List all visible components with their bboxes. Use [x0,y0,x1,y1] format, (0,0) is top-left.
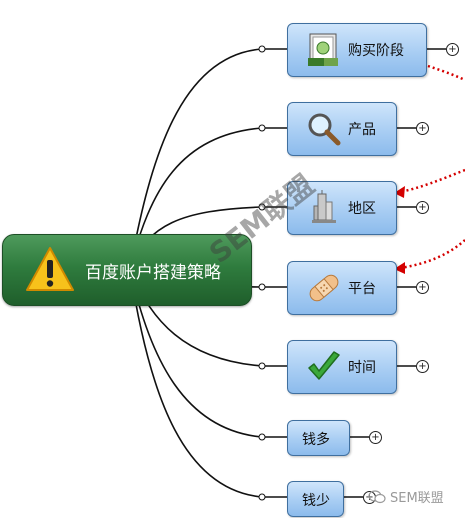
branch-joint [258,362,266,370]
expand-button[interactable]: + [369,431,382,444]
warning-icon [26,247,74,291]
branch-joint [258,283,266,291]
map-pin-icon [312,190,336,223]
branch-joint [258,433,266,441]
purchase-icon [308,33,338,66]
topic-label: 购买阶段 [348,43,404,59]
arrowhead [394,262,405,274]
relationship-arrow [399,239,465,270]
topic-label: 地区 [348,201,376,217]
wechat-icon [368,490,386,504]
topic-label: 钱多 [302,432,330,448]
topic-product[interactable]: 产品 [287,102,397,156]
expand-button[interactable]: + [446,43,459,56]
expand-button[interactable]: + [416,201,429,214]
topic-less-money[interactable]: 钱少 [287,481,344,517]
topic-region[interactable]: 地区 [287,181,397,235]
topic-label: 产品 [348,122,376,138]
magnifier-icon [308,113,341,146]
relationship-arrow [399,168,465,194]
root-topic[interactable]: 百度账户搭建策略 [2,234,252,306]
branch-joint [258,124,266,132]
topic-platform[interactable]: 平台 [287,261,397,315]
relationship-arrow [427,64,465,82]
branch-joint [258,203,266,211]
root-topic-label: 百度账户搭建策略 [85,263,221,283]
connector-line [129,48,263,270]
branch-joint [258,493,266,501]
topic-label: 钱少 [302,493,330,509]
topic-purchase-stage[interactable]: 购买阶段 [287,23,427,77]
connector-line [129,268,263,498]
branch-joint [258,45,266,53]
topic-more-money[interactable]: 钱多 [287,420,350,456]
topic-time[interactable]: 时间 [287,340,397,394]
expand-button[interactable]: + [416,360,429,373]
topic-label: 时间 [348,360,376,376]
topic-label: 平台 [348,281,376,297]
expand-button[interactable]: + [416,122,429,135]
arrowhead [394,186,405,198]
brand-footer: SEM联盟 [368,487,444,506]
checkmark-icon [308,351,340,380]
brand-text: SEM联盟 [390,491,444,506]
expand-button[interactable]: + [416,281,429,294]
bandage-icon [309,274,339,302]
